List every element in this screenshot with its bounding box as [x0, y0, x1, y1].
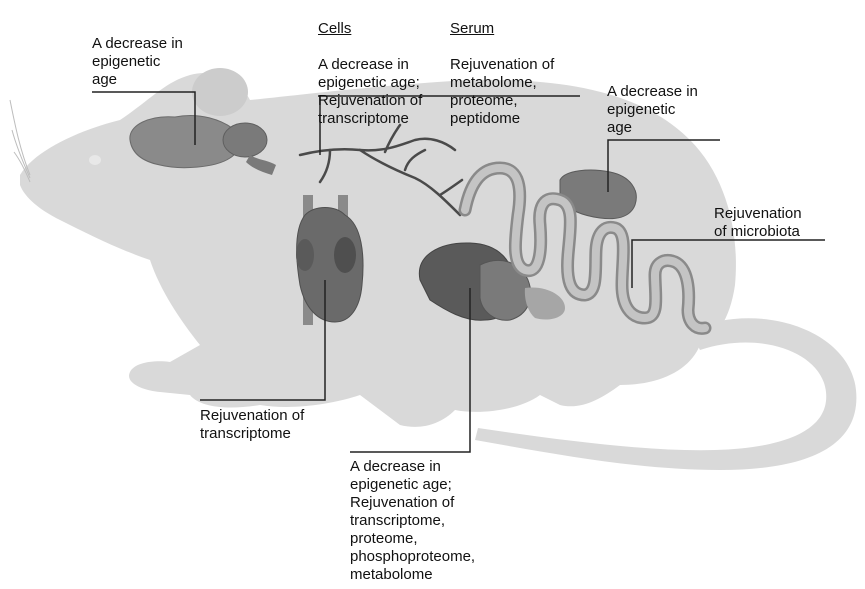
heart-organ — [296, 195, 364, 325]
kidney-organ — [559, 169, 637, 220]
label-serum-heading: Serum — [450, 20, 495, 37]
brain-organ — [129, 114, 276, 175]
label-cells-heading: Cells — [318, 20, 352, 37]
label-serum-body: Rejuvenation of metabolome, proteome, pe… — [450, 56, 555, 127]
mouse-eye — [89, 155, 101, 165]
label-heart: Rejuvenation of transcriptome — [200, 407, 305, 442]
label-cells: Cells A decrease in epigenetic age; Reju… — [318, 2, 422, 146]
leader-brain — [92, 91, 196, 145]
label-liver: A decrease in epigenetic age; Rejuvenati… — [350, 458, 476, 583]
leader-liver — [350, 288, 471, 453]
leader-kidney — [607, 139, 720, 192]
leader-intestine — [631, 239, 825, 288]
leader-lines — [92, 91, 825, 453]
leader-heart — [200, 280, 326, 401]
label-intestine: Rejuvenation of microbiota — [714, 205, 802, 240]
label-kidney: A decrease in epigenetic age — [607, 83, 698, 136]
cells-organ — [298, 123, 464, 217]
liver-organ — [418, 242, 565, 321]
whiskers — [9, 99, 31, 183]
intestine-organ — [458, 161, 712, 335]
label-brain: A decrease in epigenetic age — [92, 35, 183, 88]
label-cells-body: A decrease in epigenetic age; Rejuvenati… — [318, 56, 423, 127]
mouse-ear — [192, 68, 248, 116]
label-serum: Serum Rejuvenation of metabolome, proteo… — [450, 2, 554, 146]
